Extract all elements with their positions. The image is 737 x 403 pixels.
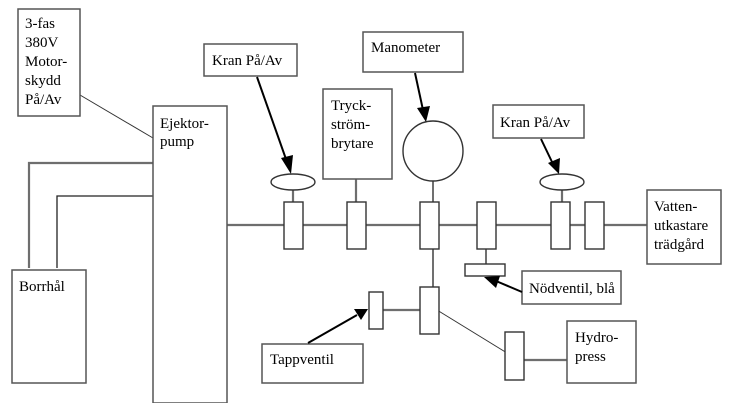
tap2-pointer-arrow bbox=[540, 138, 560, 174]
borehole-pipe-outer bbox=[27, 161, 153, 268]
tap1-label: Kran På/Av bbox=[212, 53, 283, 69]
garden-outlet-label: Vatten- utkastare trädgård bbox=[654, 199, 712, 253]
hydropress-label: Hydro- press bbox=[575, 330, 622, 365]
pump-label: Ejektor- pump bbox=[160, 116, 213, 150]
valve-outlet bbox=[584, 201, 605, 250]
valve-tap1 bbox=[283, 201, 304, 250]
manometer-label: Manometer bbox=[371, 40, 440, 56]
emergency-pointer-arrow bbox=[484, 276, 523, 293]
valve-hydropress bbox=[504, 331, 525, 381]
motor-protection-box: 3-fas 380V Motor- skydd På/Av bbox=[17, 8, 81, 117]
valve-pressure-switch bbox=[346, 201, 367, 250]
manometer-pointer-arrow bbox=[414, 72, 430, 122]
motor-to-pump-wire bbox=[79, 94, 154, 139]
drain-valve-label-box: Tappventil bbox=[261, 343, 364, 384]
valve-tap2 bbox=[550, 201, 571, 250]
motor-label: 3-fas 380V Motor- skydd På/Av bbox=[25, 16, 71, 108]
emergency-valve-bar bbox=[464, 263, 506, 277]
pressure-switch-label: Tryck- ström- brytare bbox=[331, 98, 375, 152]
tap2-label: Kran På/Av bbox=[500, 115, 571, 131]
tap2-handle-icon bbox=[539, 173, 585, 191]
emergency-valve-label-box: Nödventil, blå bbox=[521, 270, 622, 305]
manometer-gauge-icon bbox=[402, 120, 464, 182]
valve-emergency-tee bbox=[476, 201, 497, 250]
tap1-handle-icon bbox=[270, 173, 316, 191]
manometer-label-box: Manometer bbox=[362, 31, 464, 73]
hydropress-box: Hydro- press bbox=[566, 320, 637, 384]
ejector-pump-box: Ejektor- pump bbox=[152, 105, 228, 403]
valve-lower-tee bbox=[419, 286, 440, 335]
tap1-label-box: Kran På/Av bbox=[203, 43, 298, 77]
borehole-box: Borrhål bbox=[11, 269, 87, 384]
hydro-branch-pipe bbox=[436, 309, 508, 354]
drain-pointer-arrow bbox=[307, 309, 368, 344]
tap2-label-box: Kran På/Av bbox=[492, 104, 585, 139]
valve-drain bbox=[368, 291, 384, 330]
valve-manometer-tee bbox=[419, 201, 440, 250]
garden-outlet-box: Vatten- utkastare trädgård bbox=[646, 189, 722, 265]
emergency-valve-label: Nödventil, blå bbox=[529, 281, 615, 297]
tap1-pointer-arrow bbox=[256, 76, 293, 174]
pressure-switch-box: Tryck- ström- brytare bbox=[322, 88, 393, 180]
borehole-pipe-inner bbox=[56, 195, 153, 268]
drain-valve-label: Tappventil bbox=[270, 352, 334, 368]
borehole-label: Borrhål bbox=[19, 279, 65, 295]
